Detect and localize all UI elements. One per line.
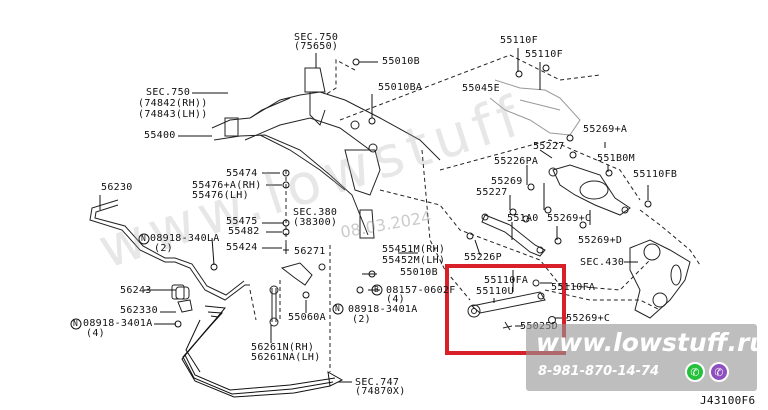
dashed-guides <box>249 54 701 372</box>
stabilizer-link-56261N <box>269 285 279 327</box>
watermark-phone: 8-981-870-14-74 <box>538 364 660 379</box>
lower-link-551A0 <box>481 213 546 257</box>
label-sec430: SEC.430 <box>580 257 625 268</box>
label-55227-2: 55227 <box>476 187 508 198</box>
n-marker-3: N <box>335 304 341 313</box>
link-55110U <box>467 279 556 331</box>
watermark-url: www.lowstuff.ru <box>536 328 768 357</box>
label-55226PA: 55226PA <box>494 156 539 167</box>
label-55452M: 55452M(LH) <box>382 255 446 266</box>
label-55010B-mid: 55010B <box>400 267 438 278</box>
label-551B0M: 551B0M <box>597 153 635 164</box>
label-55226P: 55226P <box>464 252 502 263</box>
label-74842-text: 74842(RH) <box>144 98 202 109</box>
label-55476: 55476(LH) <box>192 190 249 201</box>
label-sec380: SEC.380 <box>293 207 338 218</box>
label-55110U: 55110U <box>476 286 514 297</box>
label-55227-1: 55227 <box>533 141 565 152</box>
label-sec750-top: SEC.750 <box>294 32 339 43</box>
label-55451M: 55451M(RH) <box>382 244 446 255</box>
label-55400: 55400 <box>144 130 176 141</box>
label-55110F-2: 55110F <box>525 49 563 60</box>
label-55269: 55269 <box>491 176 523 187</box>
label-74842: (74842(RH)) <box>138 98 208 109</box>
label-55110FA-1: 55110FA <box>484 275 529 286</box>
label-55269-D: 55269+D <box>578 235 623 246</box>
whatsapp-icon: ✆ <box>685 362 705 382</box>
label-55474: 55474 <box>226 168 258 179</box>
label-sec750-top-sub: (75650) <box>294 41 339 52</box>
label-562330: 562330 <box>120 305 158 316</box>
label-55060A: 55060A <box>288 312 326 323</box>
label-55010BA: 55010BA <box>378 82 423 93</box>
knuckle-sec430 <box>629 239 691 319</box>
label-sec380-sub: (38300) <box>293 217 338 228</box>
label-55269-C-2: 55269+C <box>566 313 611 324</box>
label-55269-A: 55269+A <box>583 124 628 135</box>
label-55045E: 55045E <box>462 83 500 94</box>
label-74843: (74843(LH)) <box>138 109 208 120</box>
label-55482: 55482 <box>228 226 260 237</box>
label-55476A: 55476+A(RH) <box>192 180 262 191</box>
upper-link-area <box>489 79 581 136</box>
label-08918-340LA-qty: (2) <box>154 243 173 254</box>
label-56261NA: 56261NA(LH) <box>251 352 321 363</box>
highlight-box <box>445 264 566 355</box>
fasteners <box>174 58 652 328</box>
label-55424: 55424 <box>226 242 258 253</box>
leader-lines <box>99 48 649 383</box>
label-08918-340LA: 08918-340LA <box>150 233 220 244</box>
label-55110FA-2: 55110FA <box>551 282 596 293</box>
label-08157: 08157-0602F <box>386 285 456 296</box>
n-marker-2: N <box>73 319 79 328</box>
viber-icon: ✆ <box>709 362 729 382</box>
exhaust-bundle-sec747 <box>181 305 344 398</box>
n-marker-1: N <box>141 234 147 243</box>
label-56230: 56230 <box>101 182 133 193</box>
label-551A0: 551A0 <box>507 213 539 224</box>
label-55010B-top: 55010B <box>382 56 420 67</box>
subframe-55400 <box>211 67 441 239</box>
circle-markers <box>70 233 383 330</box>
label-08918-3401A-mid-qty: (2) <box>352 314 371 325</box>
label-56261N: 56261N(RH) <box>251 342 315 353</box>
label-56271: 56271 <box>294 246 326 257</box>
b-marker: B <box>374 285 380 294</box>
label-08918-3401A-left-qty: (4) <box>86 328 105 339</box>
label-sec747: SEC.747 <box>355 377 400 388</box>
label-08918-3401A-mid: 08918-3401A <box>348 304 418 315</box>
label-sec750-left: SEC.750 <box>146 87 191 98</box>
label-55475: 55475 <box>226 216 258 227</box>
label-sec747-sub: (74870X) <box>355 386 406 397</box>
label-56243: 56243 <box>120 285 152 296</box>
upper-arm-551B0M <box>548 164 631 216</box>
label-74843-text: 74843(LH) <box>144 109 202 120</box>
diagram-code: J43100F6 <box>700 394 756 407</box>
bushing-56243 <box>175 286 190 300</box>
label-55269-C-1: 55269+C <box>547 213 592 224</box>
label-55110FB: 55110FB <box>633 169 678 180</box>
label-08157-qty: (4) <box>386 294 405 305</box>
label-08918-3401A-left: 08918-3401A <box>83 318 153 329</box>
label-55110F-1: 55110F <box>500 35 538 46</box>
bracket-56271 <box>280 262 326 286</box>
